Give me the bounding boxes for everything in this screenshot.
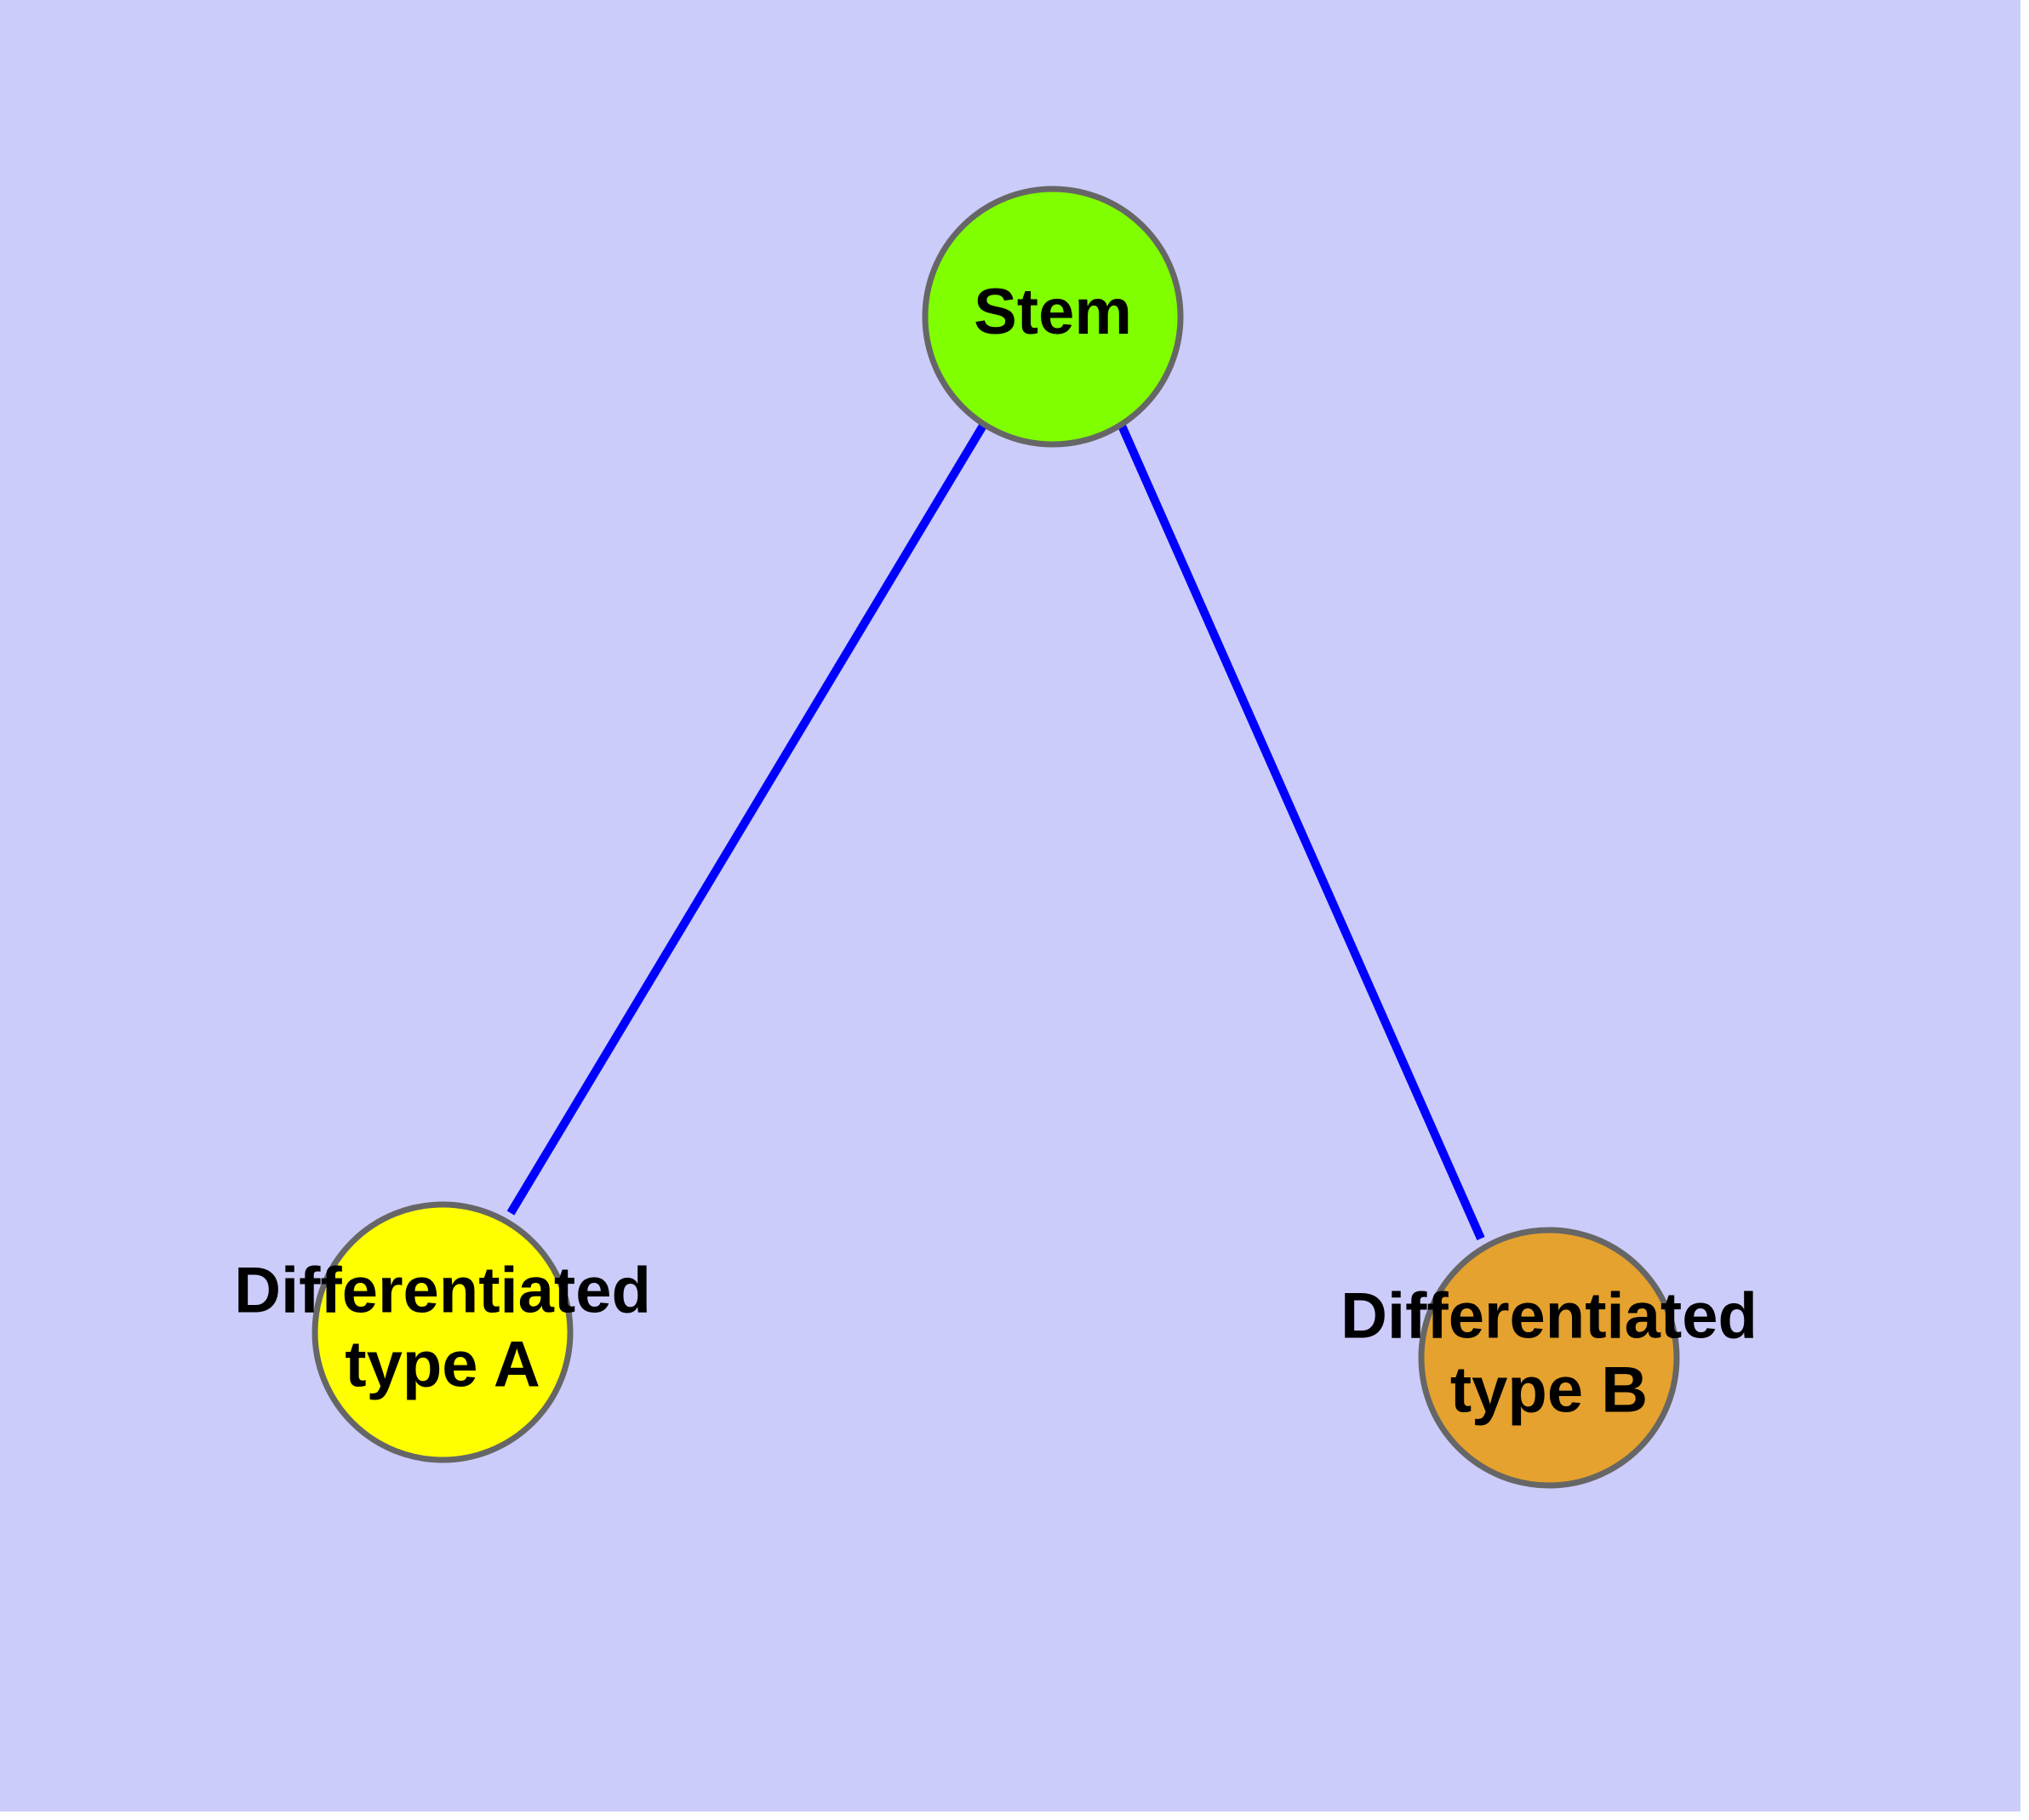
node-label-line: Differentiated <box>234 1254 651 1326</box>
node-stem[interactable] <box>922 186 1184 448</box>
nodes-group <box>311 186 1680 1489</box>
edge-stem-to-diff-b[interactable] <box>1117 423 1485 1241</box>
node-label-line: type A <box>345 1329 540 1401</box>
node-label-stem: Stem <box>974 276 1132 348</box>
node-diff_a[interactable] <box>311 1201 574 1463</box>
node-label-line: Differentiated <box>1340 1279 1758 1352</box>
edges-group <box>506 423 1485 1241</box>
node-label-line: type B <box>1450 1354 1648 1427</box>
edge-stem-to-diff-a[interactable] <box>506 423 987 1216</box>
node-label-line: Stem <box>974 276 1132 348</box>
node-diff_b[interactable] <box>1418 1227 1680 1489</box>
